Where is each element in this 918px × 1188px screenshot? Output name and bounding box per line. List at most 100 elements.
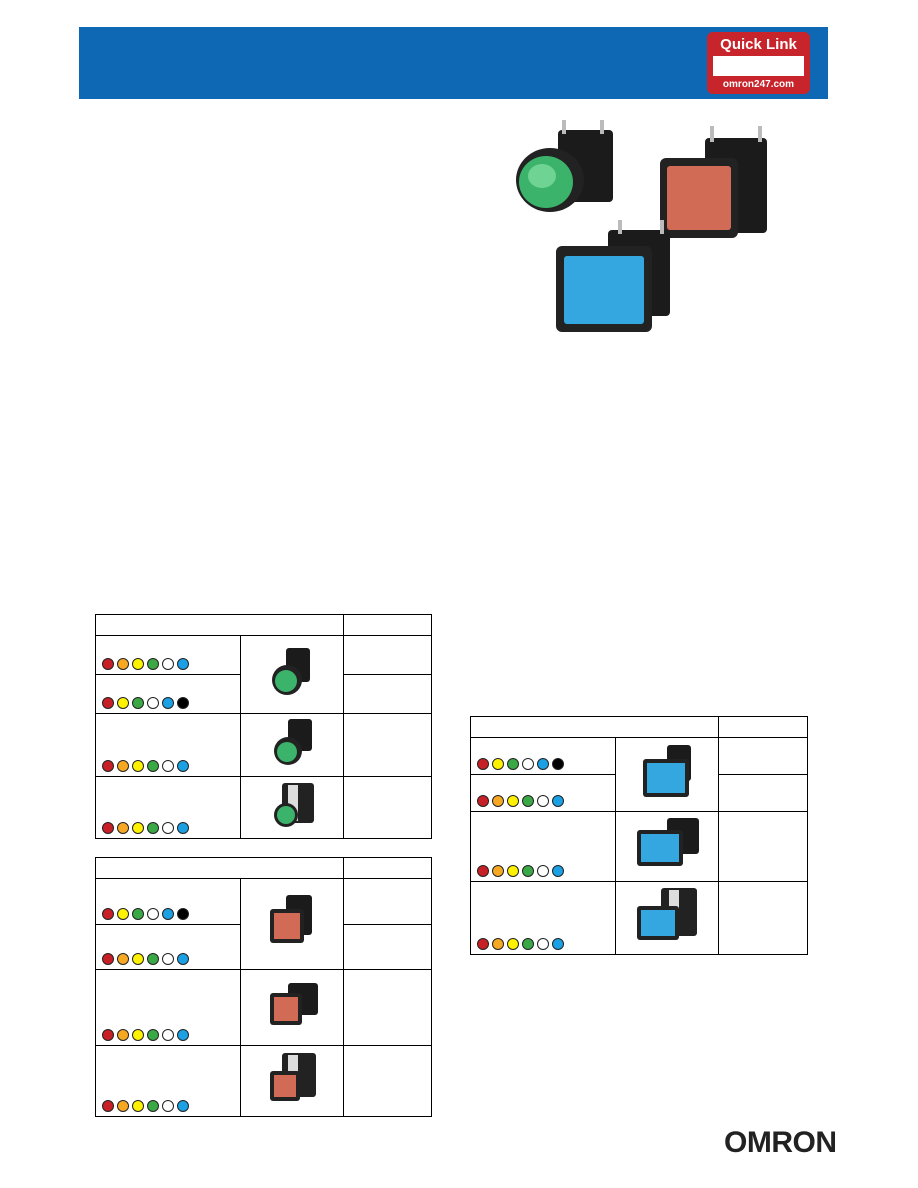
color-dot-green xyxy=(522,938,534,950)
color-dot-yellow xyxy=(507,795,519,807)
color-dot-white xyxy=(537,938,549,950)
color-dot-orange xyxy=(117,953,129,965)
color-dot-red xyxy=(102,760,114,772)
color-dot-red xyxy=(102,658,114,670)
color-row xyxy=(94,924,242,970)
color-dot-red xyxy=(102,1029,114,1041)
color-dot-green xyxy=(147,658,159,670)
color-dot-white xyxy=(162,1029,174,1041)
color-dot-yellow xyxy=(492,758,504,770)
color-dot-white xyxy=(162,760,174,772)
color-row xyxy=(469,811,617,882)
table-cell xyxy=(342,1045,433,1117)
quick-link-code-box xyxy=(713,56,804,76)
table-cell xyxy=(342,878,433,925)
color-dot-list xyxy=(96,953,240,969)
spec-table-square xyxy=(94,857,433,1117)
color-dot-white xyxy=(162,822,174,834)
color-dot-orange xyxy=(492,865,504,877)
color-dot-red xyxy=(102,1100,114,1112)
round-button-thumb xyxy=(240,713,344,777)
color-dot-red xyxy=(102,908,114,920)
spec-table-rect xyxy=(469,716,808,955)
color-dot-red xyxy=(102,953,114,965)
rect-button-thumb xyxy=(615,881,720,955)
color-dot-orange xyxy=(117,1029,129,1041)
color-dot-green xyxy=(147,1029,159,1041)
table-cell xyxy=(342,635,433,675)
omron-logo: OMRON xyxy=(724,1126,837,1159)
color-dot-blue xyxy=(177,1100,189,1112)
table-header-cell xyxy=(342,614,433,636)
color-dot-list xyxy=(96,1029,240,1045)
color-dot-blue xyxy=(177,822,189,834)
color-dot-yellow xyxy=(132,658,144,670)
color-dot-green xyxy=(522,795,534,807)
color-dot-yellow xyxy=(132,822,144,834)
quick-link-url[interactable]: omron247.com xyxy=(722,79,795,90)
color-dot-list xyxy=(96,760,240,776)
table-cell xyxy=(342,924,433,970)
color-dot-white xyxy=(162,953,174,965)
quick-link-title: Quick Link xyxy=(720,36,797,53)
table-cell xyxy=(342,969,433,1046)
color-dot-red xyxy=(102,697,114,709)
color-row xyxy=(469,774,617,812)
color-row xyxy=(94,674,242,714)
color-dot-list xyxy=(96,1100,240,1116)
color-dot-list xyxy=(471,795,615,811)
color-dot-green xyxy=(147,822,159,834)
color-dot-white xyxy=(147,697,159,709)
table-cell xyxy=(718,881,808,955)
color-dot-orange xyxy=(117,760,129,772)
color-dot-yellow xyxy=(507,938,519,950)
table-cell xyxy=(718,811,808,882)
round-button-photo xyxy=(516,120,613,212)
color-dot-list xyxy=(96,697,240,713)
color-dot-green xyxy=(522,865,534,877)
quick-link-badge[interactable]: Quick Link omron247.com xyxy=(707,32,810,94)
color-dot-white xyxy=(162,1100,174,1112)
color-dot-red xyxy=(477,795,489,807)
color-dot-yellow xyxy=(117,908,129,920)
color-row xyxy=(94,1045,242,1117)
spec-table-round xyxy=(94,614,433,839)
color-dot-yellow xyxy=(117,697,129,709)
color-dot-black xyxy=(552,758,564,770)
round-button-thumb xyxy=(240,776,344,839)
color-dot-yellow xyxy=(132,760,144,772)
color-dot-white xyxy=(162,658,174,670)
table-cell xyxy=(342,674,433,714)
color-dot-yellow xyxy=(507,865,519,877)
color-dot-yellow xyxy=(132,953,144,965)
color-dot-blue xyxy=(177,658,189,670)
color-dot-blue xyxy=(177,760,189,772)
color-dot-list xyxy=(471,938,615,954)
header-banner xyxy=(79,27,828,99)
color-row xyxy=(94,878,242,925)
rect-button-thumb xyxy=(615,811,720,882)
color-dot-red xyxy=(477,758,489,770)
color-dot-orange xyxy=(117,822,129,834)
color-dot-list xyxy=(471,758,615,774)
color-dot-green xyxy=(132,908,144,920)
color-dot-list xyxy=(96,822,240,838)
color-dot-green xyxy=(147,953,159,965)
table-header-cell xyxy=(342,857,433,879)
color-dot-red xyxy=(477,865,489,877)
color-dot-blue xyxy=(162,697,174,709)
color-dot-black xyxy=(177,908,189,920)
color-dot-yellow xyxy=(132,1029,144,1041)
color-row xyxy=(94,776,242,839)
color-dot-blue xyxy=(537,758,549,770)
color-dot-red xyxy=(102,822,114,834)
color-dot-orange xyxy=(492,938,504,950)
color-row xyxy=(469,737,617,775)
color-dot-blue xyxy=(552,938,564,950)
color-dot-orange xyxy=(117,658,129,670)
square-button-photo xyxy=(660,126,767,238)
color-dot-orange xyxy=(492,795,504,807)
table-header-cell xyxy=(95,857,344,879)
color-row xyxy=(94,713,242,777)
square-button-thumb xyxy=(240,878,344,970)
